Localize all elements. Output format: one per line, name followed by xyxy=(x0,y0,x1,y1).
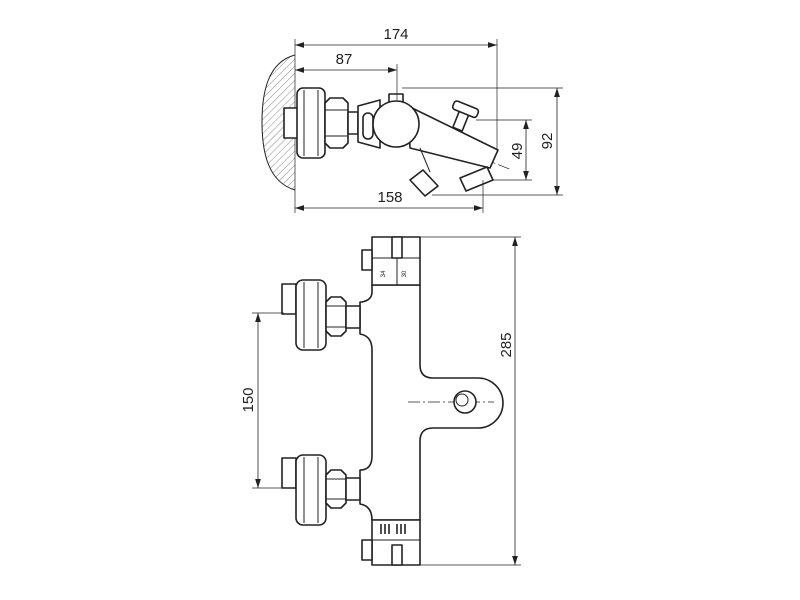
upper-inlet-connector xyxy=(281,279,361,351)
spout-tip-outlet xyxy=(459,166,494,192)
front-view: 34 30 xyxy=(240,236,521,566)
thermostat-scale-30: 30 xyxy=(402,270,408,277)
spout-lower-edge-link xyxy=(419,147,431,173)
flow-scale-ticks xyxy=(380,524,406,534)
inlet-cap xyxy=(283,107,299,139)
lower-inlet-connector xyxy=(281,454,361,526)
outlet-knob xyxy=(453,390,477,414)
handwheel xyxy=(296,87,326,159)
upper-connector-stub xyxy=(345,305,361,329)
lower-inlet-cap xyxy=(281,457,297,489)
lower-connector-stub xyxy=(345,477,361,501)
dim-label-87: 87 xyxy=(336,51,353,68)
spout xyxy=(407,105,499,169)
top-view: 174 87 158 92 49 xyxy=(261,26,563,213)
connector-stub xyxy=(347,111,359,135)
spout-centerline xyxy=(404,127,513,171)
wall-outline xyxy=(261,54,296,191)
bath-outlet xyxy=(409,169,439,197)
flow-marker xyxy=(391,544,403,566)
upper-handwheel xyxy=(295,279,327,351)
diverter-handle xyxy=(451,100,480,119)
mixer-body xyxy=(372,100,420,148)
upper-inlet-cap xyxy=(281,283,297,315)
front-body xyxy=(359,284,504,521)
dim-label-285: 285 xyxy=(498,332,515,357)
lower-hex-nut xyxy=(325,469,347,509)
dim-label-92-text: 92 xyxy=(539,133,556,150)
hex-nut xyxy=(324,97,349,149)
thermostat-tab xyxy=(361,249,373,271)
dim-label-174: 174 xyxy=(383,26,408,43)
dim-label-150: 150 xyxy=(240,387,257,412)
upper-hex-nut xyxy=(325,296,347,337)
wall-hatch xyxy=(262,55,295,190)
dim-label-158: 158 xyxy=(377,189,402,206)
lower-handwheel xyxy=(295,454,327,526)
thermostat-scale-34: 34 xyxy=(381,270,387,277)
diverter-knob xyxy=(451,100,480,132)
flow-tab xyxy=(361,539,373,561)
body-neck-boss xyxy=(362,112,374,140)
dim-label-49-text: 49 xyxy=(509,143,526,160)
thermostat-marker xyxy=(391,236,403,259)
outlet-knob-inner xyxy=(455,393,469,407)
